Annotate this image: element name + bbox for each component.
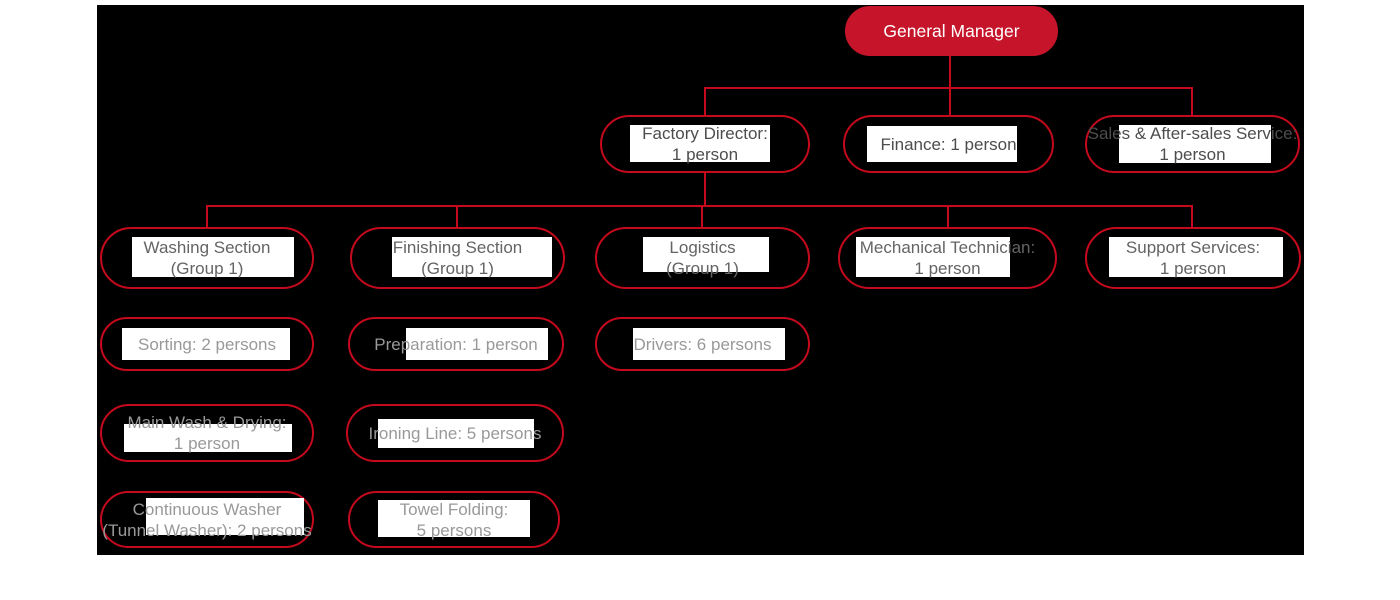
node-logistics: Logistics (Group 1) — [595, 227, 810, 289]
connector-line — [206, 205, 1193, 207]
label-highlight — [132, 237, 294, 277]
node-label: Mechanical Technician: 1 person — [859, 238, 1036, 278]
label-highlight — [406, 328, 548, 360]
node-label: Logistics (Group 1) — [666, 238, 739, 278]
node-label: Support Services: 1 person — [1125, 238, 1261, 278]
label-highlight — [122, 328, 290, 360]
label-highlight — [633, 328, 785, 360]
node-label: Factory Director: 1 person — [642, 124, 768, 164]
connector-line — [456, 205, 458, 227]
label-highlight — [1119, 125, 1271, 163]
connector-line — [1191, 205, 1193, 227]
node-label: Continuous Washer (Tunnel Washer): 2 per… — [102, 499, 312, 540]
label-highlight — [630, 125, 770, 162]
node-label: Ironing Line: 5 persons — [368, 423, 542, 443]
node-finance: Finance: 1 person — [843, 115, 1054, 173]
org-chart-canvas: General Manager Factory Director: 1 pers… — [97, 5, 1304, 555]
connector-line — [947, 205, 949, 227]
connector-line — [701, 205, 703, 227]
label-highlight — [643, 237, 769, 272]
node-label: Drivers: 6 persons — [633, 334, 772, 354]
node-factory-director: Factory Director: 1 person — [600, 115, 810, 173]
node-support-services: Support Services: 1 person — [1085, 227, 1301, 289]
label-highlight — [392, 237, 552, 277]
node-main-wash-drying: Main Wash & Drying: 1 person — [100, 404, 314, 462]
node-continuous-washer: Continuous Washer (Tunnel Washer): 2 per… — [100, 491, 314, 548]
connector-line — [949, 56, 951, 87]
node-label: Washing Section (Group 1) — [143, 238, 271, 278]
label-highlight — [856, 237, 1010, 277]
connector-line — [704, 173, 706, 205]
node-sorting: Sorting: 2 persons — [100, 317, 314, 371]
label-highlight — [378, 500, 530, 537]
node-label: Main Wash & Drying: 1 person — [127, 413, 287, 453]
node-label: Finishing Section (Group 1) — [392, 238, 523, 278]
node-label: General Manager — [883, 20, 1020, 41]
node-finishing-section: Finishing Section (Group 1) — [350, 227, 565, 289]
node-label: Sales & After-sales Service: 1 person — [1087, 124, 1298, 164]
connector-line — [206, 205, 208, 227]
connector-line — [949, 87, 951, 115]
label-highlight — [124, 424, 292, 452]
label-highlight — [146, 498, 304, 535]
label-highlight — [1109, 237, 1283, 277]
connector-line — [1191, 87, 1193, 115]
node-label: Sorting: 2 persons — [138, 334, 276, 354]
node-ironing-line: Ironing Line: 5 persons — [346, 404, 564, 462]
node-general-manager: General Manager — [845, 6, 1058, 56]
node-mechanical-technician: Mechanical Technician: 1 person — [838, 227, 1057, 289]
connector-line — [704, 87, 706, 115]
connector-line — [704, 87, 1193, 89]
node-preparation: Preparation: 1 person — [348, 317, 564, 371]
label-highlight — [378, 419, 534, 448]
label-highlight — [867, 126, 1017, 162]
node-washing-section: Washing Section (Group 1) — [100, 227, 314, 289]
node-label: Finance: 1 person — [880, 134, 1017, 154]
node-towel-folding: Towel Folding: 5 persons — [348, 491, 560, 548]
node-label: Towel Folding: 5 persons — [399, 499, 509, 540]
node-label: Preparation: 1 person — [374, 334, 538, 354]
node-sales-after-sales-service: Sales & After-sales Service: 1 person — [1085, 115, 1300, 173]
node-drivers: Drivers: 6 persons — [595, 317, 810, 371]
